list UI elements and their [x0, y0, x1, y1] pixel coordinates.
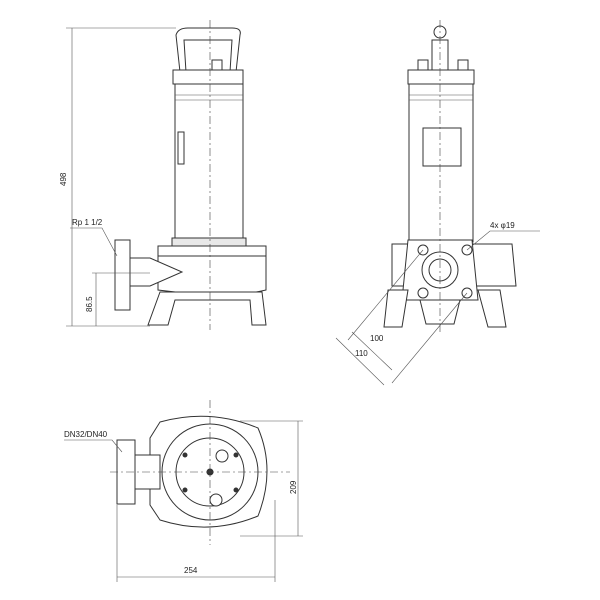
outlet-thread-label: Rp 1 1/2 — [72, 218, 103, 227]
pump-foot — [383, 289, 409, 328]
pump-feet — [147, 291, 267, 326]
pump-foot — [477, 289, 507, 328]
motor-cap — [172, 69, 244, 85]
height-dim-label: 498 — [59, 172, 68, 186]
top-view: 209 254 DN32/DN40 — [64, 400, 303, 582]
nameplate — [422, 127, 462, 167]
front-view: 498 86.5 Rp 1 1/2 — [59, 20, 267, 330]
bolt-spacing-outer-label: 110 — [355, 349, 368, 358]
pump-volute — [157, 255, 267, 297]
side-view: 4x φ19 100 110 — [335, 20, 540, 386]
bolt-hole — [417, 287, 429, 299]
motor-cap — [407, 69, 475, 85]
width-dim-label: 254 — [184, 566, 198, 575]
lifting-handle — [175, 27, 241, 73]
motor-housing — [174, 83, 244, 243]
discharge-flange — [114, 239, 131, 311]
depth-dim-label: 209 — [289, 480, 298, 494]
bolt-holes-label: 4x φ19 — [490, 221, 515, 230]
cable-entry — [211, 59, 223, 71]
flange-label: DN32/DN40 — [64, 430, 108, 439]
outlet-height-dim-label: 86.5 — [85, 296, 94, 312]
bolt-spacing-inner-label: 100 — [370, 334, 384, 343]
base-flange — [157, 245, 267, 257]
nameplate — [177, 131, 185, 165]
